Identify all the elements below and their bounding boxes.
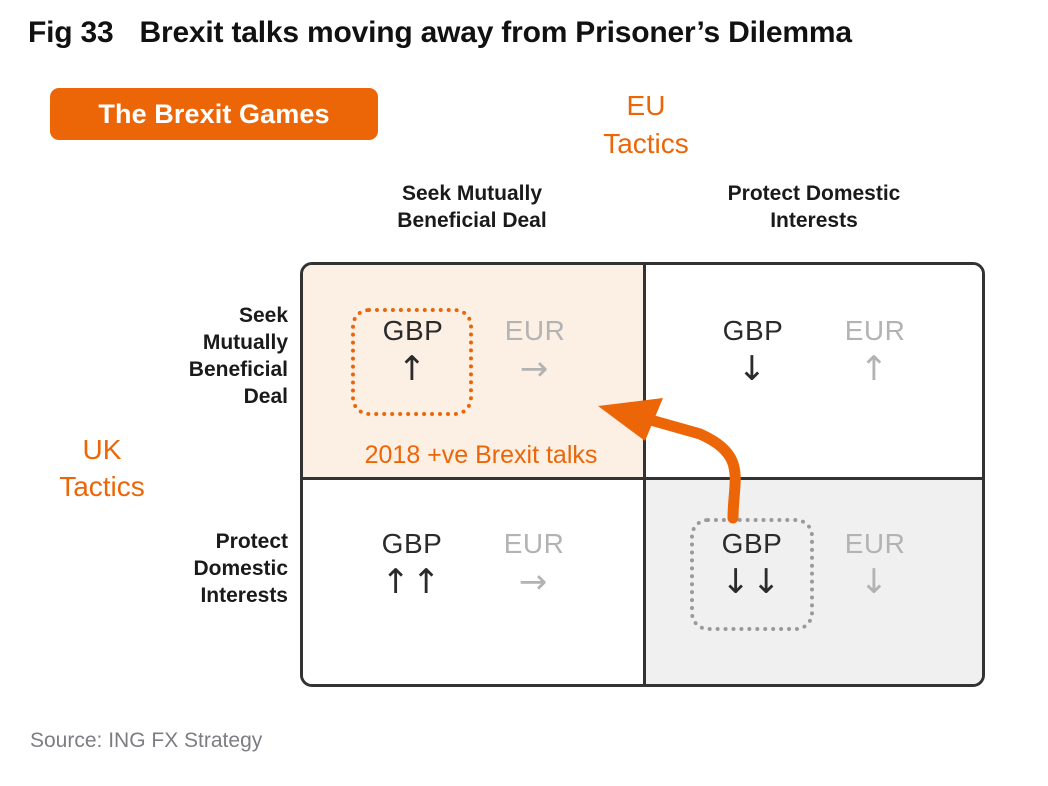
cell-tl-eur-label: EUR bbox=[504, 315, 566, 346]
cell-br-eur-label: EUR bbox=[844, 528, 906, 559]
brexit-games-badge: The Brexit Games bbox=[50, 88, 378, 140]
uk-tactics-line-1: UK bbox=[82, 434, 122, 465]
matrix-cell-bottom-right: GBP ↓↓ EUR ↓ bbox=[644, 478, 982, 684]
cell-bl-eur-label: EUR bbox=[503, 528, 565, 559]
matrix-vertical-divider bbox=[643, 265, 646, 684]
column-header-1-line-2: Interests bbox=[770, 208, 858, 232]
cell-br-eur-arrows-icon: ↓ bbox=[859, 561, 891, 602]
cell-br-eur: EUR ↓ bbox=[829, 528, 921, 602]
uk-tactics-line-2: Tactics bbox=[59, 470, 145, 502]
matrix-cell-top-left: GBP ↑ EUR → 2018 +ve Brexit talks bbox=[303, 265, 644, 478]
matrix-cell-top-right: GBP ↓ EUR ↑ bbox=[644, 265, 982, 478]
cell-bl-gbp-label: GBP bbox=[381, 528, 443, 559]
cell-tl-gbp-arrows-icon: ↑ bbox=[397, 348, 429, 389]
badge-label: The Brexit Games bbox=[98, 98, 330, 129]
column-header-protect-domestic-interests: Protect Domestic Interests bbox=[649, 181, 979, 235]
payoff-matrix: GBP ↑ EUR → 2018 +ve Brexit talks GBP ↓ … bbox=[300, 262, 985, 687]
cell-br-gbp: GBP ↓↓ bbox=[706, 528, 798, 602]
row-header-1-line-3: Interests bbox=[200, 583, 288, 607]
cell-tr-gbp-label: GBP bbox=[722, 315, 784, 346]
column-header-0-line-1: Seek Mutually bbox=[401, 182, 543, 205]
cell-tl-gbp-label: GBP bbox=[382, 315, 444, 346]
cell-br-gbp-arrows-icon: ↓↓ bbox=[721, 561, 783, 602]
cell-br-gbp-label: GBP bbox=[721, 528, 783, 559]
cell-tr-gbp-arrows-icon: ↓ bbox=[737, 348, 769, 389]
row-header-1-line-2: Domestic bbox=[193, 556, 288, 580]
matrix-cell-bottom-left: GBP ↑↑ EUR → bbox=[303, 478, 644, 684]
highlight-box-bottom-right bbox=[690, 518, 814, 631]
cell-bl-gbp-arrows-icon: ↑↑ bbox=[381, 561, 443, 602]
eu-tactics-line-1: EU bbox=[626, 90, 666, 121]
cell-tr-eur-arrows-icon: ↑ bbox=[859, 348, 891, 389]
source-note: Source: ING FX Strategy bbox=[30, 729, 263, 752]
row-header-seek-mutually-beneficial-deal: Seek Mutually Beneficial Deal bbox=[108, 303, 288, 411]
row-header-0-line-1: Seek bbox=[238, 304, 288, 327]
cell-bl-eur: EUR → bbox=[488, 528, 580, 602]
cell-tl-eur: EUR → bbox=[489, 315, 581, 389]
cell-bl-gbp: GBP ↑↑ bbox=[366, 528, 458, 602]
eu-tactics-line-2: Tactics bbox=[603, 127, 689, 159]
column-header-1-line-1: Protect Domestic bbox=[727, 182, 901, 205]
uk-tactics-axis-label: UK Tactics bbox=[22, 432, 182, 506]
row-header-protect-domestic-interests: Protect Domestic Interests bbox=[108, 529, 288, 610]
figure-title-text: Brexit talks moving away from Prisoner’s… bbox=[139, 16, 853, 49]
row-header-0-line-4: Deal bbox=[243, 384, 288, 408]
cell-tl-gbp: GBP ↑ bbox=[367, 315, 459, 389]
cell-tr-gbp: GBP ↓ bbox=[707, 315, 799, 389]
row-header-0-line-2: Mutually bbox=[202, 330, 288, 354]
row-header-1-line-1: Protect bbox=[215, 530, 288, 553]
cell-tr-eur-label: EUR bbox=[844, 315, 906, 346]
cell-tr-eur: EUR ↑ bbox=[829, 315, 921, 389]
row-header-0-line-3: Beneficial bbox=[188, 357, 288, 381]
annotation-2018-positive-brexit-talks: 2018 +ve Brexit talks bbox=[364, 441, 598, 469]
column-header-0-line-2: Beneficial Deal bbox=[397, 208, 547, 232]
cell-tl-eur-arrows-icon: → bbox=[519, 348, 551, 389]
matrix-horizontal-divider bbox=[303, 477, 982, 480]
page-title: Fig 33 Brexit talks moving away from Pris… bbox=[28, 16, 852, 50]
column-header-seek-mutually-beneficial-deal: Seek Mutually Beneficial Deal bbox=[307, 181, 637, 235]
highlight-box-top-left bbox=[351, 308, 473, 416]
eu-tactics-axis-label: EU Tactics bbox=[566, 87, 726, 163]
figure-number: Fig 33 bbox=[28, 16, 114, 49]
cell-bl-eur-arrows-icon: → bbox=[518, 561, 550, 602]
